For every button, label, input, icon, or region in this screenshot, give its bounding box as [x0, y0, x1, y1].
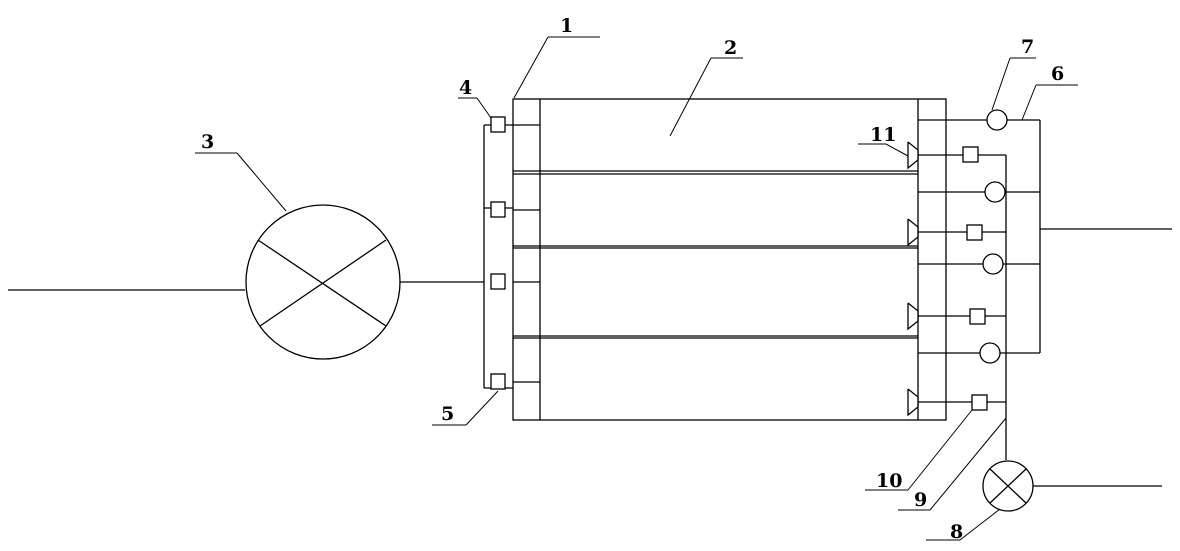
outlet-valve	[971, 394, 988, 411]
main-body	[512, 98, 947, 421]
pressure-gauge	[979, 342, 1001, 364]
inlet-valve	[490, 116, 506, 133]
label-4: 4	[459, 77, 472, 99]
leader-lines	[195, 36, 1078, 541]
left-header	[483, 116, 540, 390]
inlet-valve	[490, 273, 506, 290]
label-2: 2	[724, 37, 737, 59]
label-5: 5	[441, 403, 454, 425]
label-10: 10	[876, 470, 902, 492]
inlet-valve	[490, 373, 506, 390]
inlet-valve	[490, 201, 506, 218]
label-11: 11	[870, 124, 896, 146]
label-8: 8	[950, 521, 963, 543]
pressure-gauge	[984, 181, 1006, 203]
nozzle	[907, 302, 919, 331]
nozzle	[907, 141, 919, 170]
nozzle	[907, 218, 919, 247]
label-7: 7	[1021, 36, 1034, 58]
outlet-valve	[969, 308, 986, 325]
pressure-gauge	[986, 109, 1008, 131]
label-3: 3	[201, 131, 214, 153]
main-fan-symbol	[245, 204, 401, 360]
outlet-valve	[966, 224, 983, 241]
secondary-fan-symbol	[982, 460, 1034, 512]
outlet-valve	[962, 146, 979, 163]
label-6: 6	[1051, 63, 1064, 85]
right-outlet-system	[907, 109, 1172, 460]
label-9: 9	[914, 489, 927, 511]
label-1: 1	[560, 15, 573, 37]
pressure-gauge	[982, 253, 1004, 275]
nozzle	[907, 388, 919, 417]
